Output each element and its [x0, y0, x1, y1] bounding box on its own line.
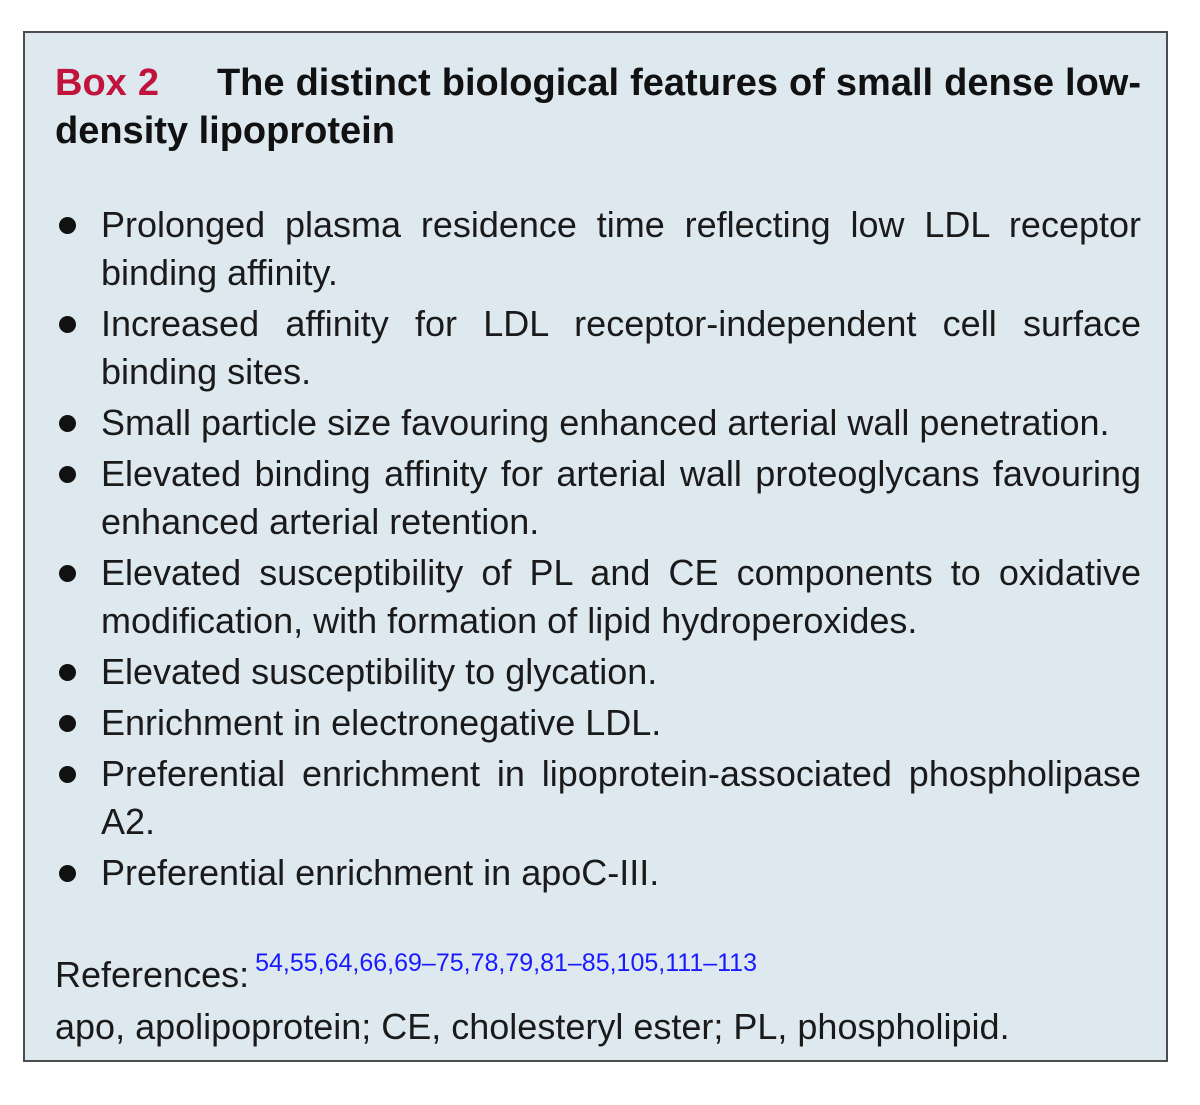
- box-label: Box 2: [55, 62, 159, 104]
- bullet-icon: [59, 316, 76, 333]
- bullet-icon: [59, 565, 76, 582]
- list-item: Elevated susceptibility to glycation.: [55, 648, 1141, 696]
- list-item-text: Increased affinity for LDL receptor-inde…: [101, 303, 1141, 392]
- bullet-icon: [59, 715, 76, 732]
- list-item: Elevated binding affinity for arterial w…: [55, 450, 1141, 546]
- list-item-text: Preferential enrichment in lipoprotein-a…: [101, 753, 1141, 842]
- list-item: Small particle size favouring enhanced a…: [55, 399, 1141, 447]
- abbreviations-footnote: apo, apolipoprotein; CE, cholesteryl est…: [55, 1006, 1010, 1047]
- list-item-text: Preferential enrichment in apoC-III.: [101, 852, 660, 893]
- list-item: Prolonged plasma residence time reflecti…: [55, 201, 1141, 297]
- list-item-text: Prolonged plasma residence time reflecti…: [101, 204, 1141, 293]
- bullet-icon: [59, 766, 76, 783]
- list-item-text: Elevated binding affinity for arterial w…: [101, 453, 1141, 542]
- list-item-text: Enrichment in electronegative LDL.: [101, 702, 662, 743]
- reference-citations-link[interactable]: 54,55,64,66,69–75,78,79,81–85,105,111–11…: [255, 949, 757, 977]
- list-item: Preferential enrichment in lipoprotein-a…: [55, 750, 1141, 846]
- bullet-icon: [59, 865, 76, 882]
- bullet-icon: [59, 217, 76, 234]
- box-title-text: The distinct biological features of smal…: [55, 62, 1141, 152]
- list-item-text: Small particle size favouring enhanced a…: [101, 402, 1110, 443]
- bullet-icon: [59, 415, 76, 432]
- references-line: References:54,55,64,66,69–75,78,79,81–85…: [55, 949, 757, 1003]
- list-item-text: Elevated susceptibility of PL and CE com…: [101, 552, 1141, 641]
- list-item: Enrichment in electronegative LDL.: [55, 699, 1141, 747]
- list-item: Increased affinity for LDL receptor-inde…: [55, 300, 1141, 396]
- feature-list: Prolonged plasma residence time reflecti…: [55, 201, 1141, 900]
- bullet-icon: [59, 664, 76, 681]
- list-item-text: Elevated susceptibility to glycation.: [101, 651, 658, 692]
- references-label: References:: [55, 954, 250, 995]
- bullet-icon: [59, 466, 76, 483]
- list-item: Elevated susceptibility of PL and CE com…: [55, 549, 1141, 645]
- list-item: Preferential enrichment in apoC-III.: [55, 849, 1141, 897]
